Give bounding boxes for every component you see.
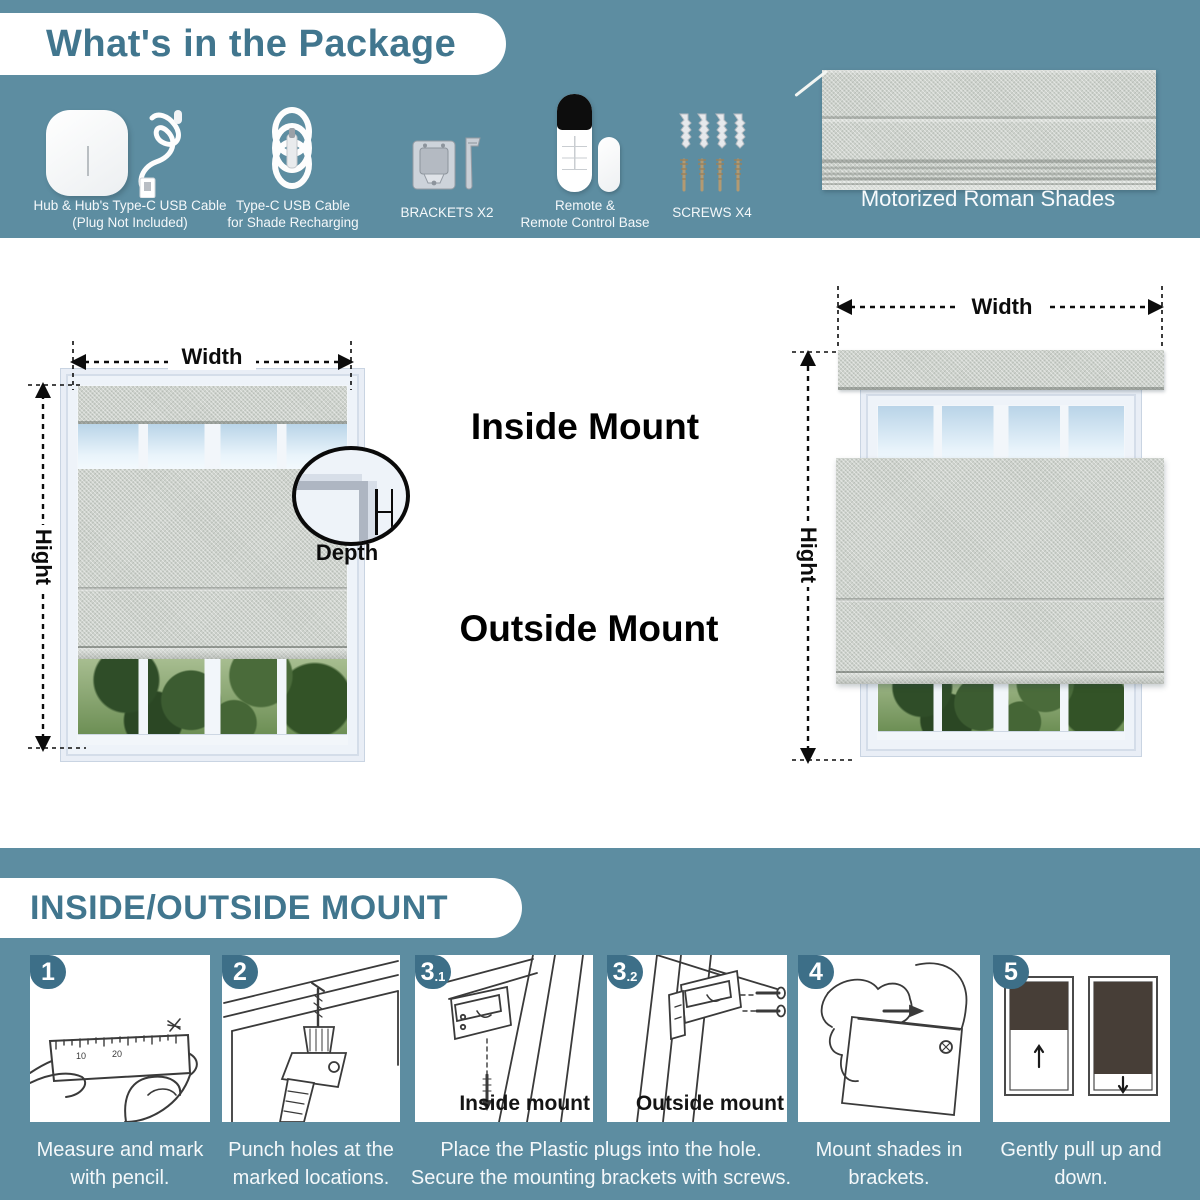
remote-buttons [562, 136, 587, 170]
shade-fold [836, 598, 1164, 603]
step-3-2-box: 3 .2 Outside mount [607, 955, 787, 1122]
window-bottom-panes [78, 659, 347, 734]
ruler-mark: 10 [76, 1051, 86, 1061]
step-3-1-box: 3 .1 Inside mount [415, 955, 593, 1122]
step-5-caption: Gently pull up and down. [1000, 1139, 1162, 1189]
inside-mount-window-inner [78, 386, 347, 744]
step-1-caption: Measure and mark with pencil. [36, 1139, 204, 1189]
outside-mount-inner-label: Outside mount [635, 1092, 784, 1115]
hub-usb-cable-icon [138, 110, 182, 198]
step-3-caption: Place the Plastic plugs into the hole. S… [410, 1139, 792, 1189]
depth-label: Depth [315, 540, 379, 565]
step-2-caption: Punch holes at the marked locations. [228, 1139, 394, 1189]
package-item-label: Type-C USB Cable for Shade Recharging [227, 198, 359, 230]
mount-shade-illustration [820, 962, 968, 1116]
outside-mount-bracket-illustration [636, 955, 786, 1122]
shade-hem [836, 671, 1164, 684]
window-sill [878, 731, 1124, 739]
package-item-label: BRACKETS X2 [400, 205, 494, 220]
inside-mount-bracket-illustration [442, 955, 584, 1122]
remote-top-cap [557, 94, 592, 130]
frame-corner-vertical [358, 481, 368, 542]
usb-cable-coil-icon [272, 107, 312, 189]
step-1-badge: 1 [30, 955, 66, 989]
step-4-badge: 4 [798, 955, 834, 989]
step-4-box: 4 [798, 955, 980, 1122]
window-sill [78, 734, 347, 744]
height-label-inside: Hight [29, 525, 57, 589]
drill-illustration [223, 960, 399, 1122]
step-5-box: 5 [993, 955, 1170, 1122]
step-2-box: 2 [222, 955, 400, 1122]
ruler-mark: 20 [112, 1049, 122, 1059]
inside-mount-inner-label: Inside mount [459, 1092, 590, 1115]
shade-fold [78, 586, 347, 591]
package-title-banner: What's in the Package [0, 13, 506, 75]
step-3-2-badge: 3 .2 [607, 955, 643, 989]
package-item-label: SCREWS X4 [672, 205, 752, 220]
width-label-inside: Width [168, 344, 256, 370]
step-1-box: 1 10 20 [30, 955, 210, 1122]
window-mullions [78, 424, 347, 469]
step-5-badge: 5 [993, 955, 1029, 989]
window-top-panes [78, 424, 347, 469]
step-2-badge: 2 [222, 955, 258, 989]
shade-valance [78, 386, 347, 424]
outside-mount-title: Outside Mount [459, 608, 719, 649]
screws-icon [679, 113, 746, 192]
outside-shade-valance [838, 350, 1164, 390]
install-title: INSIDE/OUTSIDE MOUNT [30, 888, 449, 927]
hub-icon [46, 110, 128, 196]
package-item-label: Remote & Remote Control Base [520, 198, 650, 230]
width-label-outside: Width [958, 294, 1046, 320]
inside-mount-title: Inside Mount [470, 406, 700, 447]
roman-shade-folds [822, 70, 1156, 190]
window-mullions [78, 659, 347, 734]
remote-icon [557, 94, 592, 192]
package-item-label: Motorized Roman Shades [860, 186, 1116, 211]
depth-mark [375, 510, 392, 514]
roman-shade-icon [822, 70, 1156, 190]
frame-corner-horizontal [296, 481, 363, 491]
package-title: What's in the Package [46, 22, 457, 65]
package-section: What's in the Package [0, 0, 1200, 238]
step-3-1-badge: 3 .1 [415, 955, 451, 989]
package-item-label: Hub & Hub's Type-C USB Cable (Plug Not I… [33, 198, 227, 230]
depth-mark [390, 488, 394, 535]
shade-hem [78, 646, 347, 659]
brackets-icon [412, 137, 481, 190]
height-label-outside: Hight [794, 523, 822, 587]
depth-detail-circle [292, 446, 410, 546]
step-4-caption: Mount shades in brackets. [815, 1139, 963, 1189]
pull-shade-illustration [1004, 976, 1158, 1096]
inside-mount-window [60, 368, 365, 762]
install-title-banner: INSIDE/OUTSIDE MOUNT [0, 878, 522, 938]
remote-base-icon [598, 137, 620, 192]
outside-shade-body [836, 458, 1164, 684]
measure-illustration: 10 20 [30, 1018, 198, 1122]
